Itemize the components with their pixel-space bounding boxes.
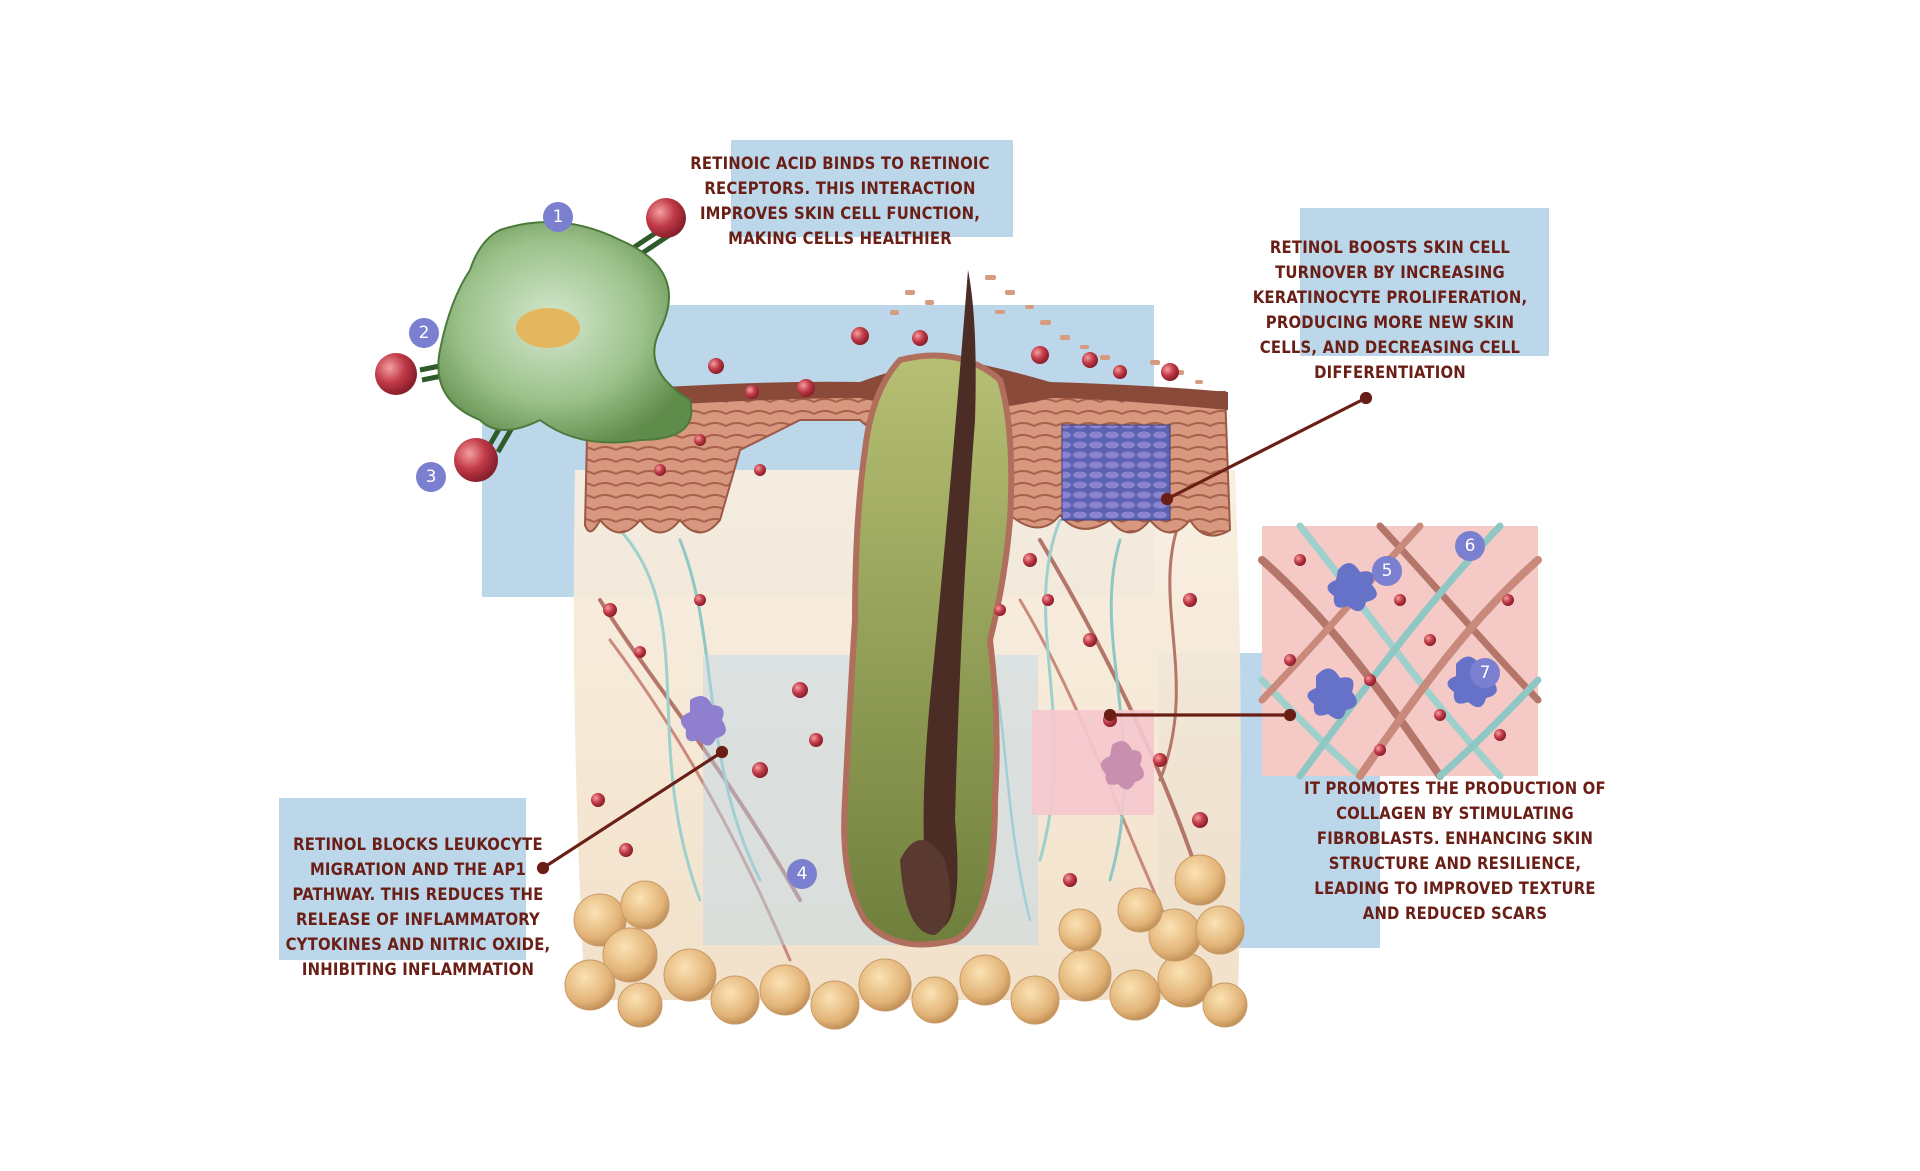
annotation-line: differentiation <box>1314 363 1466 382</box>
annotation-line: leading to improved texture <box>1314 879 1596 898</box>
hair-follicle <box>841 352 1015 948</box>
annotation-inflammation: Retinol blocks leukocyte migration and t… <box>283 832 553 982</box>
annotation-line: receptors. This interaction <box>704 179 976 198</box>
annotation-line: cells, and decreasing cell <box>1259 338 1521 357</box>
annotation-collagen: It promotes the production of collagen b… <box>1295 776 1615 926</box>
marker-7: 7 <box>1470 658 1500 688</box>
highlight-box-inflammation <box>279 798 526 960</box>
annotation-line: Retinol boosts skin cell <box>1269 238 1511 257</box>
collagen-inset <box>1258 522 1542 780</box>
annotation-line: and reduced scars <box>1362 904 1548 923</box>
annotation-line: collagen by stimulating <box>1336 804 1574 823</box>
annotation-line: fibroblasts. Enhancing skin <box>1316 829 1594 848</box>
annotation-line: Retinoic acid binds to retinoic <box>690 154 990 173</box>
annotation-line: producing more new skin <box>1265 313 1515 332</box>
annotation-line: structure and resilience, <box>1328 854 1582 873</box>
marker-5: 5 <box>1372 556 1402 586</box>
annotation-line: release of inflammatory <box>295 910 540 929</box>
annotation-retinoic-acid: Retinoic acid binds to retinoic receptor… <box>690 151 990 251</box>
marker-6: 6 <box>1455 531 1485 561</box>
leader-lines <box>536 391 1373 875</box>
marker-3: 3 <box>416 462 446 492</box>
hair-shaft <box>923 270 976 930</box>
fibroblast <box>1100 741 1144 790</box>
annotation-turnover: Retinol boosts skin cell turnover by inc… <box>1245 235 1535 385</box>
marker-1: 1 <box>543 202 573 232</box>
annotation-line: making cells healthier <box>728 229 952 248</box>
annotation-line: migration and the AP1 <box>309 860 527 879</box>
hair-bulb <box>900 840 951 935</box>
retinoid-particles <box>591 327 1208 887</box>
highlight-box-retinoic <box>731 140 1013 237</box>
highlight-box-turnover <box>1300 208 1549 356</box>
leukocyte <box>680 696 726 746</box>
annotation-line: keratinocyte proliferation, <box>1252 288 1528 307</box>
annotation-line: turnover by increasing <box>1275 263 1505 282</box>
marker-2: 2 <box>409 318 439 348</box>
annotation-line: Retinol blocks leukocyte <box>293 835 543 854</box>
annotation-line: It promotes the production of <box>1304 779 1606 798</box>
annotation-line: inhibiting inflammation <box>301 960 535 979</box>
fat-cells <box>564 854 1248 1030</box>
retinol-molecule <box>375 198 693 482</box>
annotation-line: improves skin cell function, <box>699 204 981 223</box>
annotation-line: pathway. This reduces the <box>292 885 544 904</box>
annotation-line: cytokines and nitric oxide, <box>285 935 551 954</box>
keratinocyte-inset <box>1061 424 1171 521</box>
marker-4: 4 <box>787 859 817 889</box>
